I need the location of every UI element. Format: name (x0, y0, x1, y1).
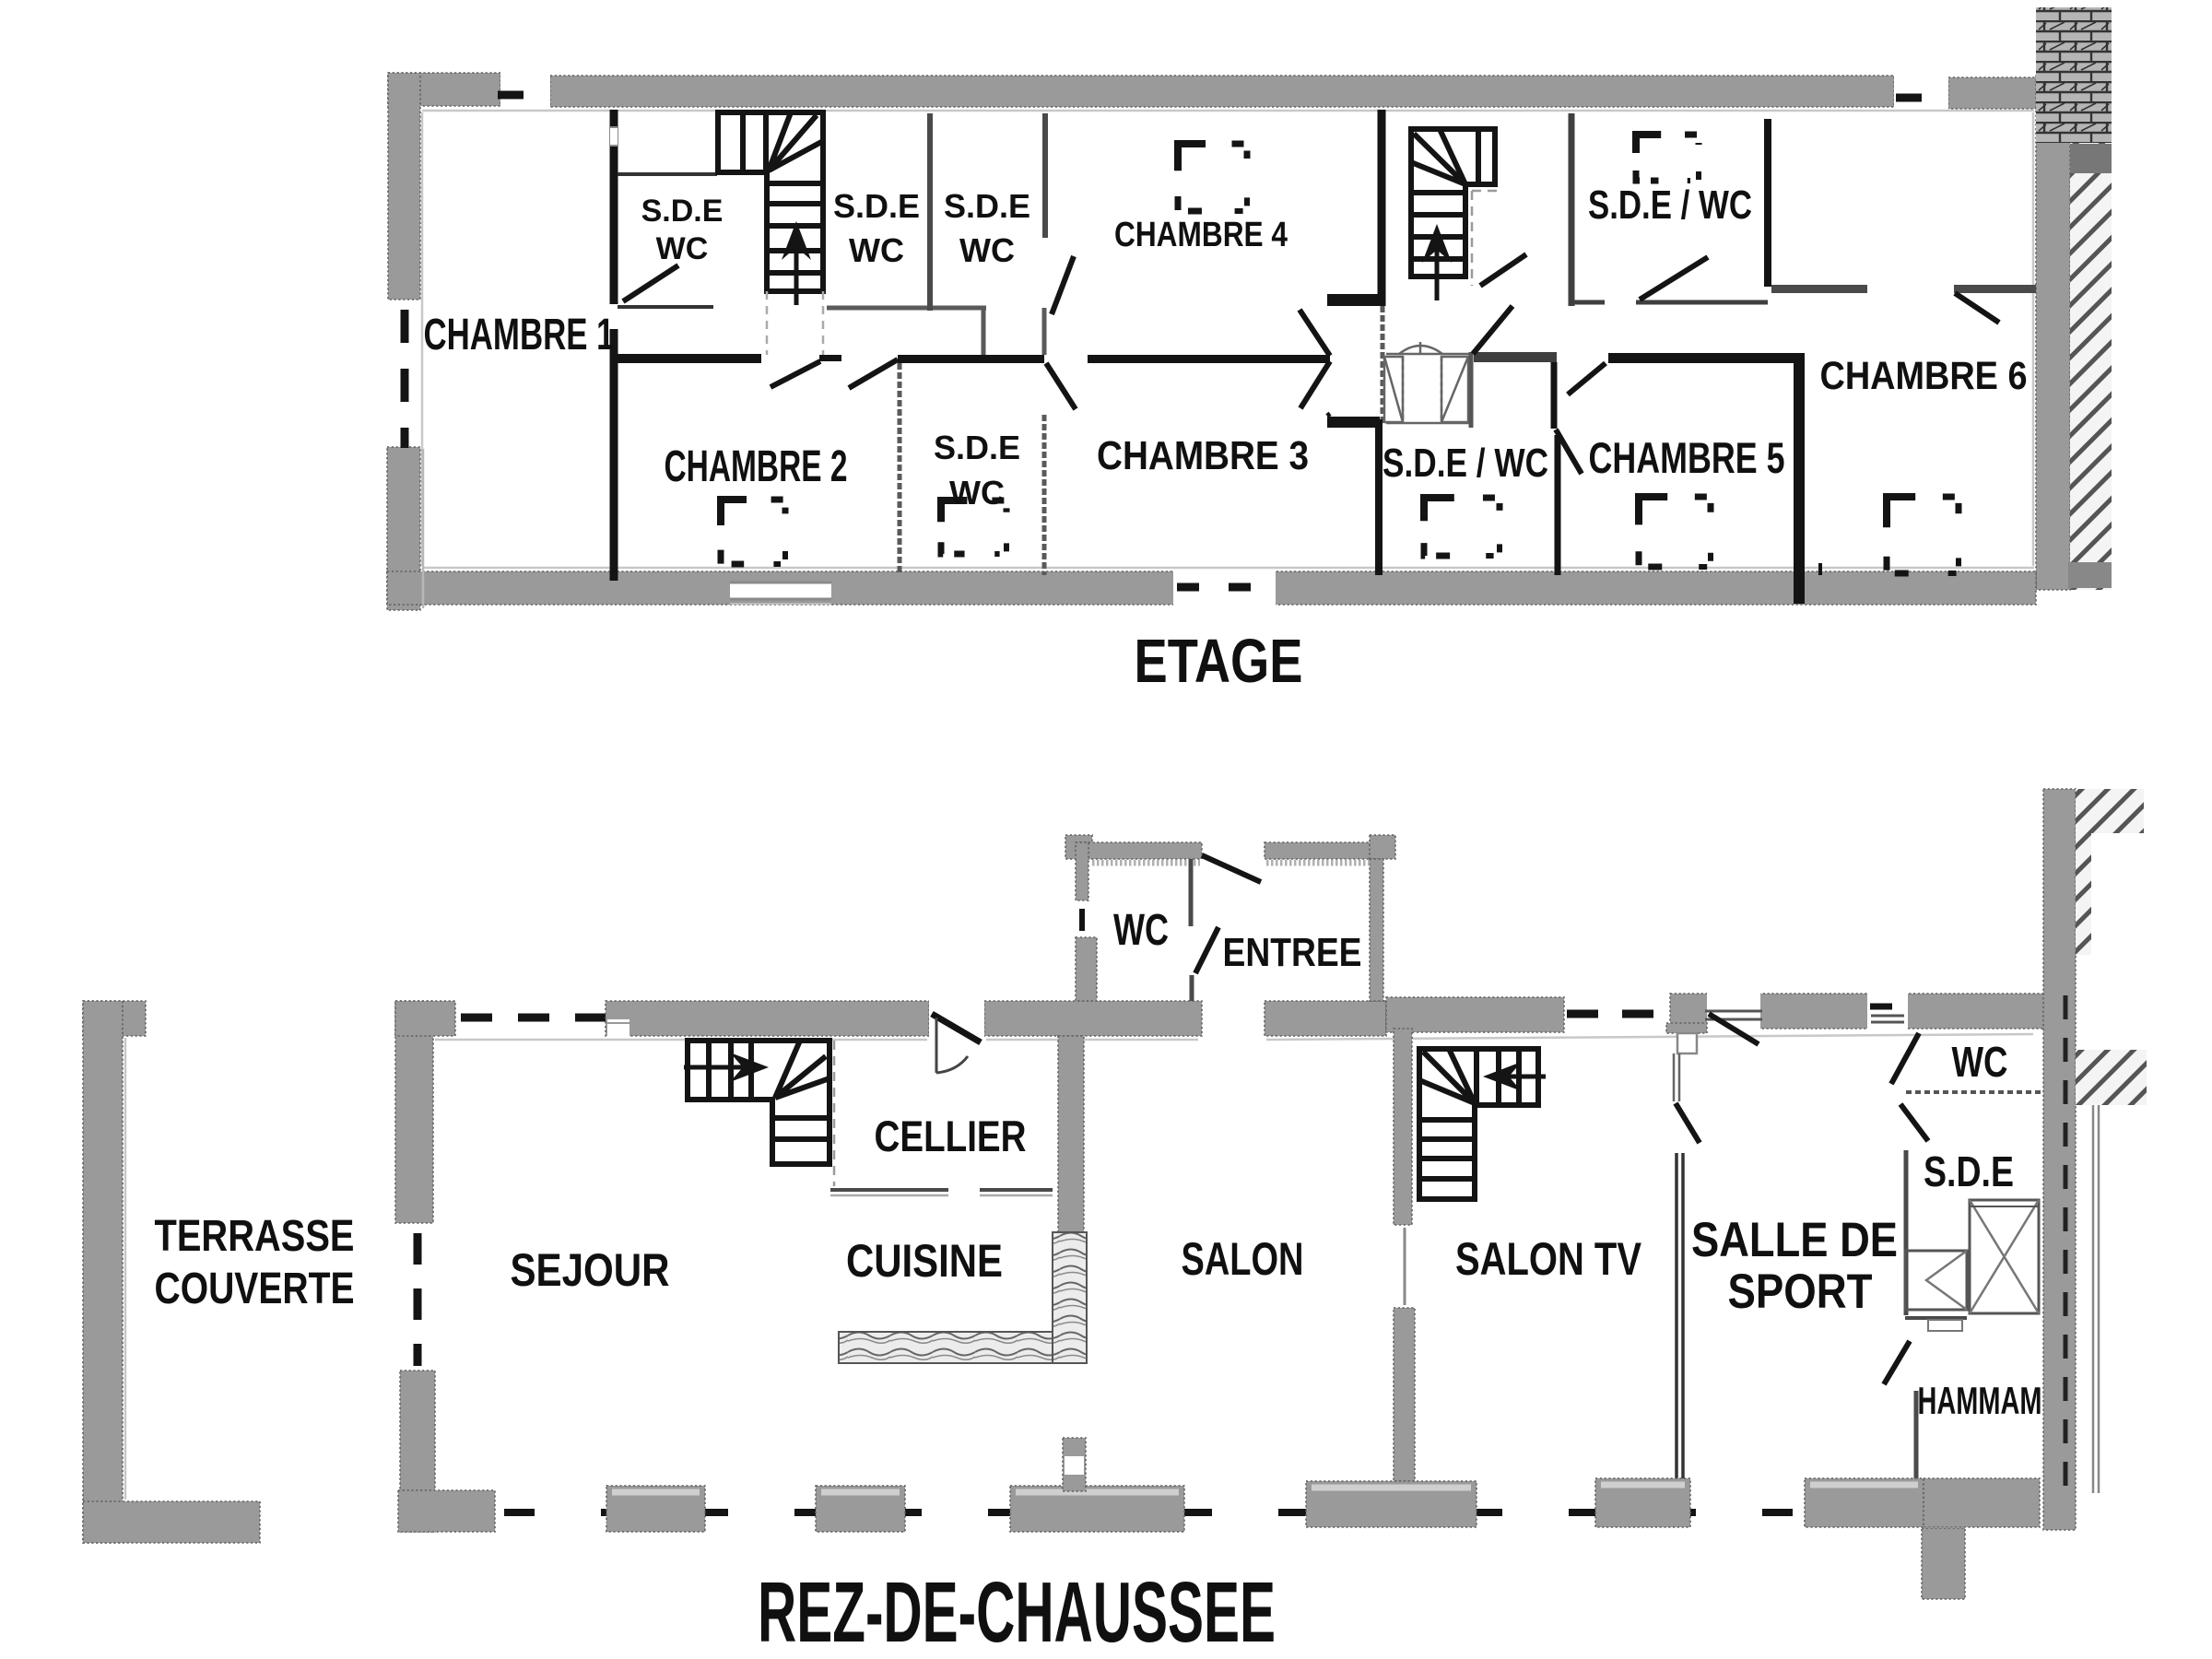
svg-text:CELLIER: CELLIER (875, 1112, 1027, 1160)
svg-text:ETAGE: ETAGE (1135, 627, 1303, 696)
svg-text:REZ-DE-CHAUSSEE: REZ-DE-CHAUSSEE (758, 1564, 1276, 1659)
svg-text:CHAMBRE 4: CHAMBRE 4 (1114, 216, 1288, 254)
svg-text:SALON: SALON (1182, 1233, 1304, 1285)
svg-text:S.D.E: S.D.E (1924, 1147, 2014, 1195)
svg-text:WC: WC (656, 231, 709, 266)
svg-text:CHAMBRE 3: CHAMBRE 3 (1097, 433, 1309, 478)
svg-text:HAMMAM: HAMMAM (1918, 1379, 2042, 1422)
svg-text:CHAMBRE 2: CHAMBRE 2 (665, 442, 848, 491)
svg-text:WC: WC (959, 231, 1015, 269)
svg-text:ENTREE: ENTREE (1223, 930, 1362, 975)
svg-text:S.D.E / WC: S.D.E / WC (1588, 182, 1752, 228)
svg-text:CHAMBRE 6: CHAMBRE 6 (1820, 354, 2028, 398)
svg-text:SALLE DE: SALLE DE (1691, 1213, 1898, 1267)
svg-text:CHAMBRE 5: CHAMBRE 5 (1589, 433, 1785, 482)
svg-text:SALON TV: SALON TV (1455, 1233, 1642, 1285)
svg-text:WC: WC (1952, 1038, 2008, 1086)
svg-text:S.D.E: S.D.E (934, 429, 1020, 466)
svg-text:CUISINE: CUISINE (846, 1235, 1003, 1287)
svg-text:WC: WC (849, 231, 904, 269)
svg-text:SPORT: SPORT (1728, 1265, 1873, 1319)
svg-text:S.D.E: S.D.E (641, 194, 724, 229)
svg-text:S.D.E / WC: S.D.E / WC (1382, 441, 1548, 486)
svg-text:WC: WC (1113, 906, 1169, 955)
svg-text:S.D.E: S.D.E (944, 187, 1030, 225)
svg-text:S.D.E: S.D.E (833, 187, 920, 225)
svg-text:TERRASSE: TERRASSE (155, 1212, 355, 1261)
svg-text:COUVERTE: COUVERTE (155, 1265, 355, 1313)
svg-text:SEJOUR: SEJOUR (511, 1244, 670, 1296)
svg-text:CHAMBRE 1: CHAMBRE 1 (424, 311, 615, 359)
svg-text:WC: WC (949, 474, 1005, 512)
